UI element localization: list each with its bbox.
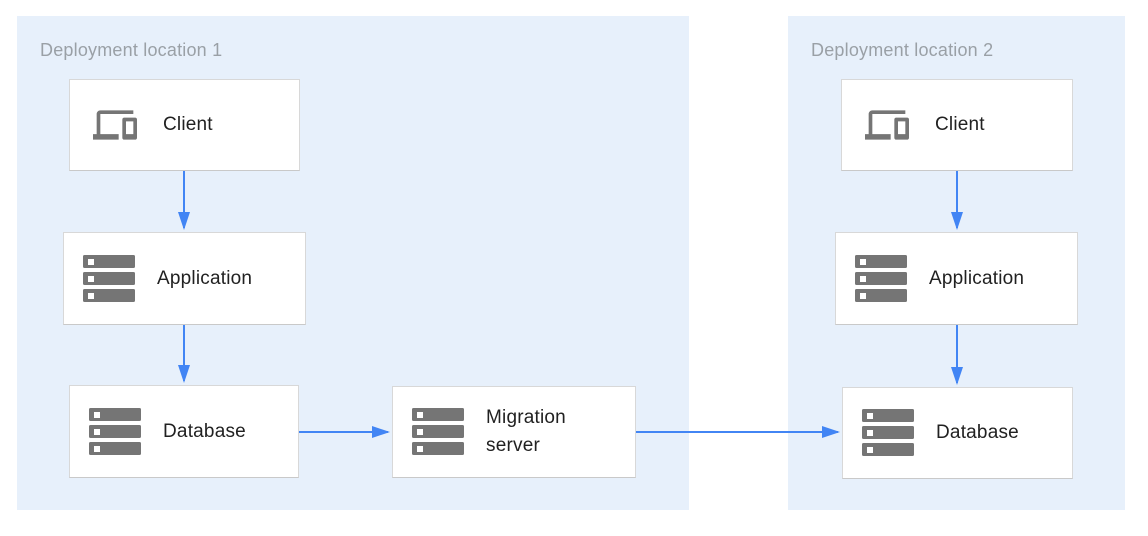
- server-stack-icon: [855, 254, 907, 304]
- node-label: Client: [935, 114, 985, 135]
- node-label: Migration server: [486, 407, 566, 456]
- zone-2-title: Deployment location 2: [811, 40, 994, 60]
- node-database-1: Database: [69, 385, 299, 478]
- server-stack-icon: [412, 407, 464, 457]
- node-label: Database: [936, 422, 1019, 443]
- node-application-1: Application: [63, 232, 306, 325]
- node-client-2: Client: [841, 79, 1073, 171]
- node-database-2: Database: [842, 387, 1073, 479]
- node-label: Application: [929, 267, 1025, 289]
- node-label: Client: [163, 114, 213, 135]
- node-label: Application: [157, 267, 253, 289]
- node-label: Database: [163, 420, 246, 442]
- devices-icon: [89, 100, 141, 150]
- node-migration-server: Migration server: [392, 386, 636, 478]
- node-client-1: Client: [69, 79, 300, 171]
- server-stack-icon: [83, 254, 135, 304]
- node-application-2: Application: [835, 232, 1078, 325]
- devices-icon: [861, 100, 913, 150]
- server-stack-icon: [89, 407, 141, 457]
- zone-1-title: Deployment location 1: [40, 40, 223, 60]
- server-stack-icon: [862, 408, 914, 458]
